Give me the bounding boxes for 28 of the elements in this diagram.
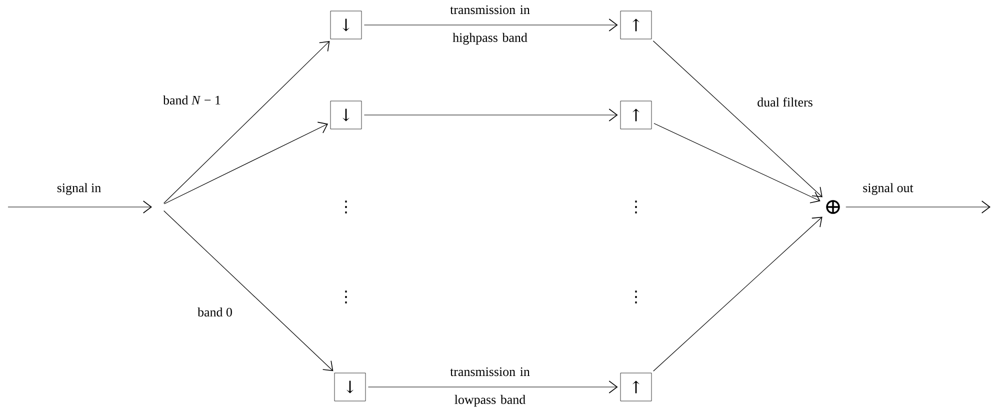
edge-label: transmission in highpass band [450, 5, 530, 45]
ellipsis: ⋮ [345, 290, 347, 304]
arrow [654, 123, 820, 204]
arrow [164, 210, 334, 372]
sampler-box: ↑ [620, 372, 652, 402]
ellipsis: ⋮ [345, 200, 347, 214]
ellipsis: ⋮ [635, 200, 637, 214]
sampler-box: ↓ [334, 372, 366, 402]
arrow [652, 40, 822, 198]
arrow [164, 40, 330, 204]
sampler-box: ↑ [620, 10, 652, 40]
edge-label: band 0 [198, 307, 232, 317]
edge-label: dual filters [758, 97, 812, 107]
sampler-box: ↓ [330, 10, 362, 40]
arrow [164, 122, 328, 204]
summing-junction: ⊕ [826, 200, 840, 214]
sampler-box: ↑ [620, 100, 652, 130]
arrow [846, 200, 990, 214]
arrow [364, 108, 618, 122]
edge-label: transmission in lowpass band [450, 367, 530, 407]
arrow [368, 380, 618, 394]
edge-label: band N − 1 [163, 95, 220, 105]
sampler-box: ↓ [330, 100, 362, 130]
arrow [653, 216, 822, 372]
ellipsis: ⋮ [635, 290, 637, 304]
signal-label: signal in [57, 183, 101, 195]
arrow [364, 18, 618, 32]
edge-label: signal out [863, 183, 914, 195]
